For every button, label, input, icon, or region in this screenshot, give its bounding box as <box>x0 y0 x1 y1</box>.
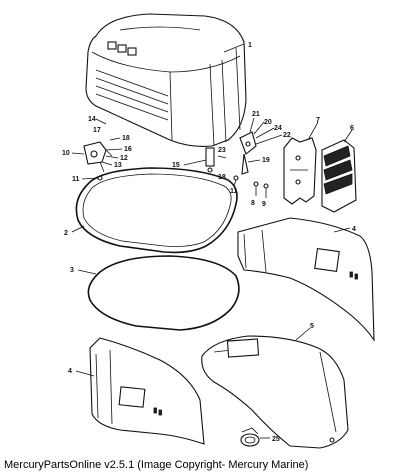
copyright-footer: MercuryPartsOnline v2.5.1 (Image Copyrig… <box>4 459 309 471</box>
rear-panel <box>201 335 349 449</box>
callout-6: 6 <box>350 125 354 132</box>
callout-2: 2 <box>64 230 68 237</box>
callout-4-right: 4 <box>352 226 356 233</box>
side-panel-left <box>89 337 205 445</box>
cowl-gasket <box>87 255 240 331</box>
side-panel-right <box>237 217 375 342</box>
vent-grille <box>321 139 357 213</box>
latch-bracket-right <box>239 131 257 175</box>
callout-1: 1 <box>248 42 252 49</box>
grommet-clip <box>240 427 260 447</box>
screw-hardware <box>97 175 269 198</box>
callout-21: 21 <box>252 111 260 118</box>
callout-16: 16 <box>124 146 132 153</box>
callout-15: 15 <box>172 162 180 169</box>
callout-13: 13 <box>114 162 122 169</box>
callout-19-right: 19 <box>262 157 270 164</box>
callout-23: 23 <box>218 147 226 154</box>
cowl-seal <box>75 167 238 254</box>
callout-24: 24 <box>274 125 282 132</box>
callout-20: 20 <box>264 119 272 126</box>
callout-22: 22 <box>283 132 291 139</box>
top-cowl <box>85 13 247 147</box>
callout-12: 12 <box>120 155 128 162</box>
bracket-plate <box>283 137 317 205</box>
latch-plate-center <box>205 147 227 173</box>
callout-10: 10 <box>62 150 70 157</box>
callout-18: 18 <box>122 135 130 142</box>
callout-17: 17 <box>93 127 101 134</box>
callout-8: 8 <box>251 200 255 207</box>
callout-9: 9 <box>262 201 266 208</box>
callout-11-left: 11 <box>72 176 80 183</box>
callout-4-left: 4 <box>68 368 72 375</box>
callout-25: 25 <box>272 436 280 443</box>
callout-3: 3 <box>70 267 74 274</box>
callout-11-right: 11 <box>230 188 238 195</box>
callout-14: 14 <box>88 116 96 123</box>
latch-bracket-left <box>83 141 113 173</box>
callout-5: 5 <box>310 323 314 330</box>
callout-7: 7 <box>316 117 320 124</box>
